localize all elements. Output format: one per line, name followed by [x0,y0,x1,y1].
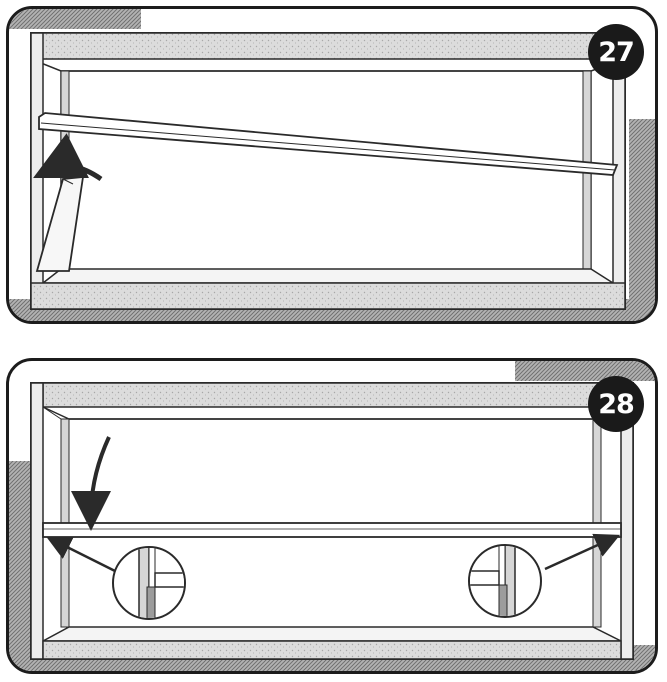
cabinet-frame [30,382,634,660]
wall-hatch [515,361,655,381]
step-number-badge: 28 [588,376,644,432]
wall-hatch [9,9,141,29]
step-27-illustration [9,9,655,321]
wall-hatch [9,461,31,671]
cabinet-bottom-panel [30,282,626,310]
step-28-illustration [9,361,655,671]
cabinet-left-side [30,382,44,660]
detail-magnifier-icon [46,536,186,620]
step-27-panel: 27 [6,6,658,324]
horizontal-shelf [42,522,622,538]
step-number-badge: 27 [588,24,644,80]
cabinet-frame [30,32,626,310]
step-28-panel: 28 [6,358,658,674]
detail-magnifier-icon [468,533,621,618]
callout-arrow-icon [46,536,116,573]
cabinet-top-panel [42,382,622,408]
cabinet-top-panel [30,32,626,60]
wall-hatch [629,119,655,321]
curved-arrow-icon [71,436,112,531]
callout-arrow-icon [544,533,621,571]
cabinet-bottom-panel [42,640,622,660]
curved-arrow-icon [33,133,103,182]
